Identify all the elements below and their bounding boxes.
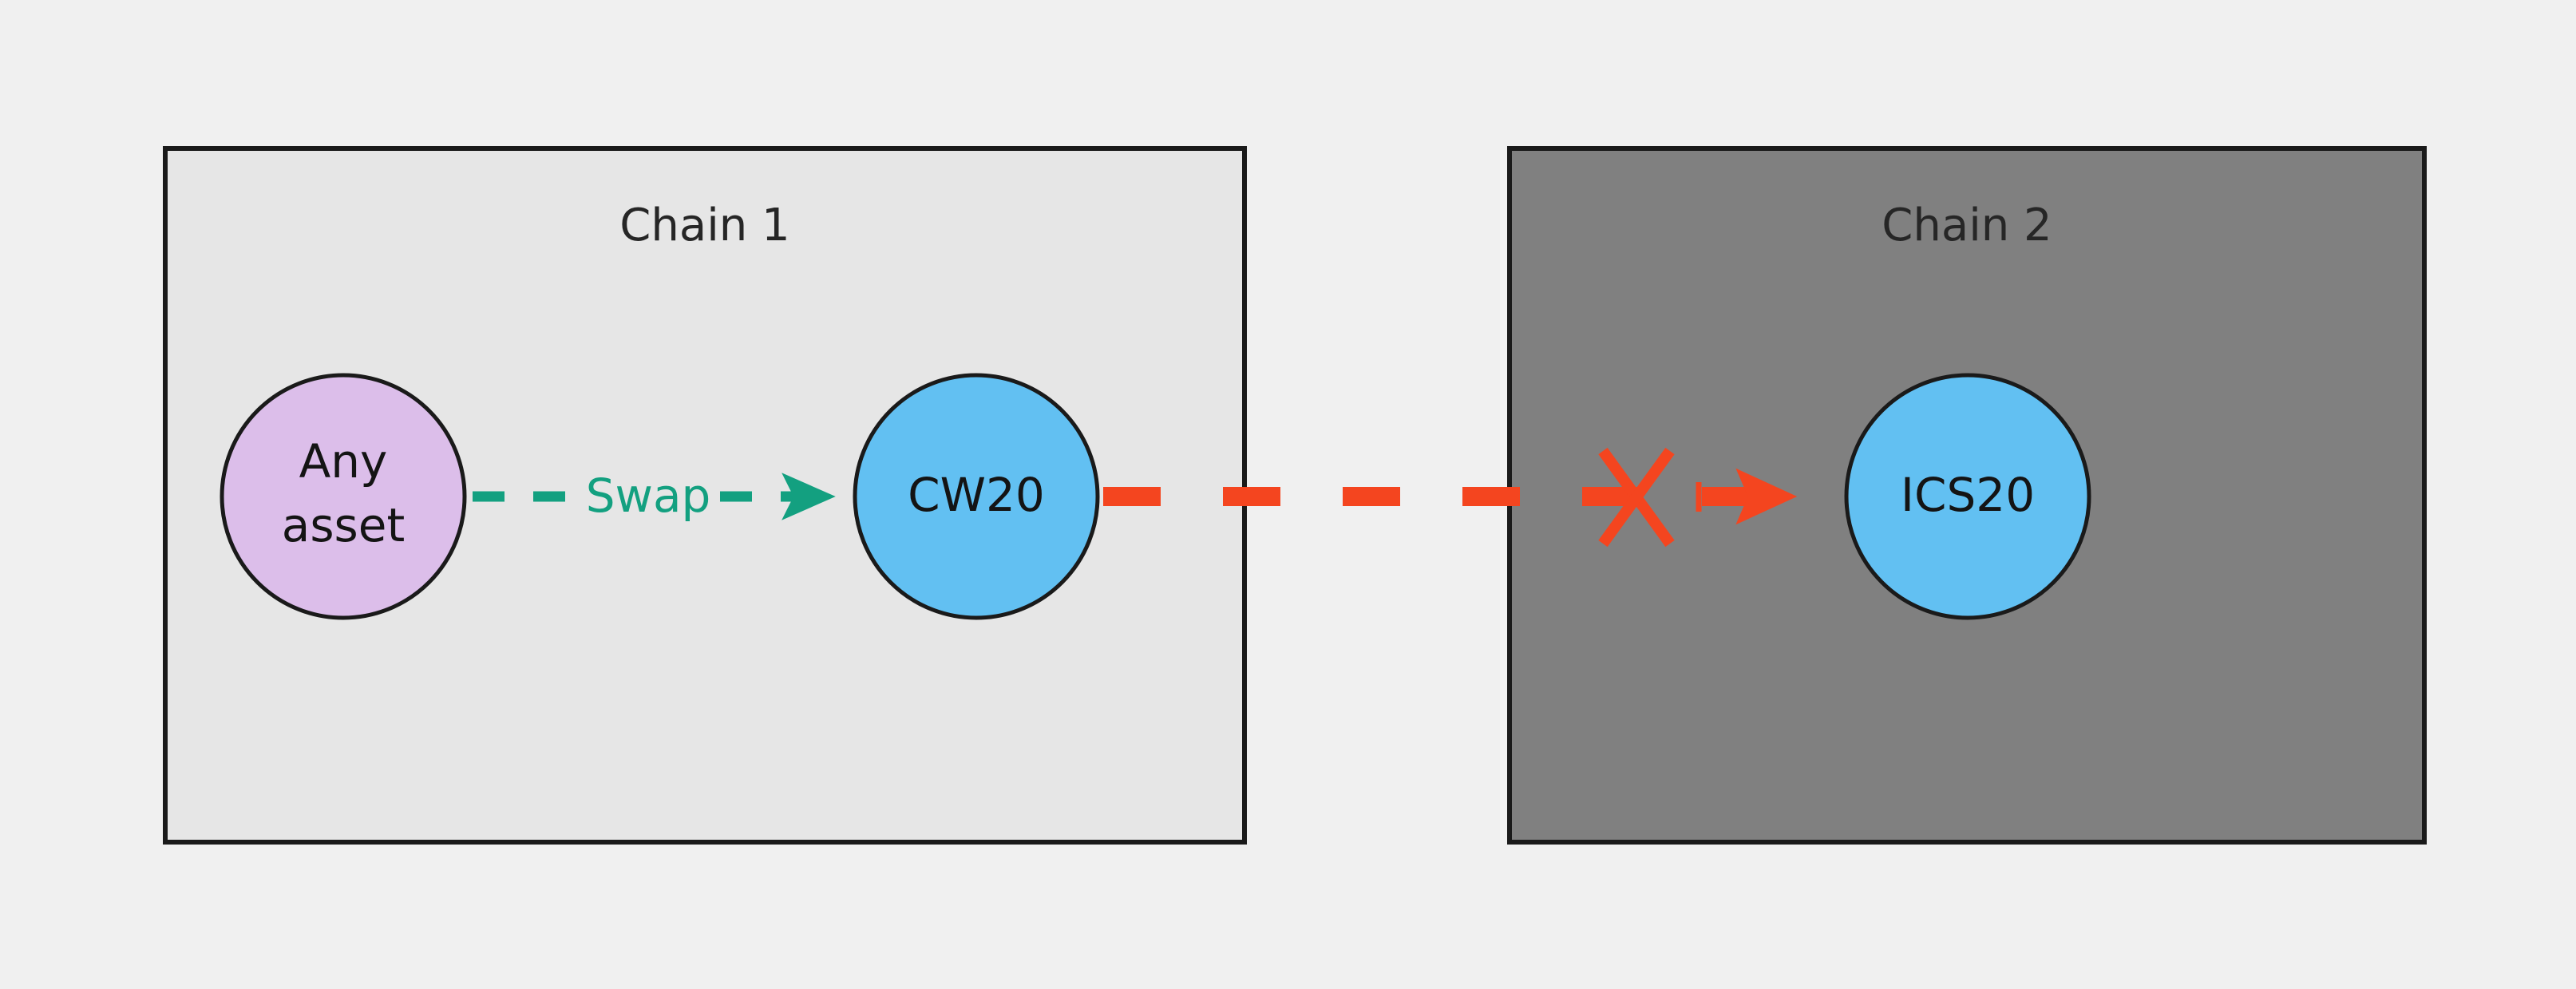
swap-edge-group[interactable]: Swap <box>473 469 836 523</box>
ics20-label: ICS20 <box>1901 468 2035 522</box>
swap-edge-label: Swap <box>586 469 711 523</box>
chain-2-title: Chain 2 <box>1882 200 2052 251</box>
cw20-label: CW20 <box>908 468 1045 522</box>
node-any-asset[interactable]: Any asset <box>220 373 467 620</box>
blocked-x-icon <box>1598 447 1675 548</box>
any-asset-label-line2: asset <box>282 498 405 552</box>
node-cw20[interactable]: CW20 <box>853 373 1100 620</box>
node-ics20[interactable]: ICS20 <box>1844 373 2091 620</box>
blocked-transfer-edge-group[interactable] <box>1103 447 1798 548</box>
ics20-circle[interactable] <box>1844 373 2091 620</box>
any-asset-label-line1: Any <box>299 434 388 489</box>
cw20-circle[interactable] <box>853 373 1100 620</box>
any-asset-circle[interactable] <box>220 373 467 620</box>
chain-1-title: Chain 1 <box>619 200 789 251</box>
